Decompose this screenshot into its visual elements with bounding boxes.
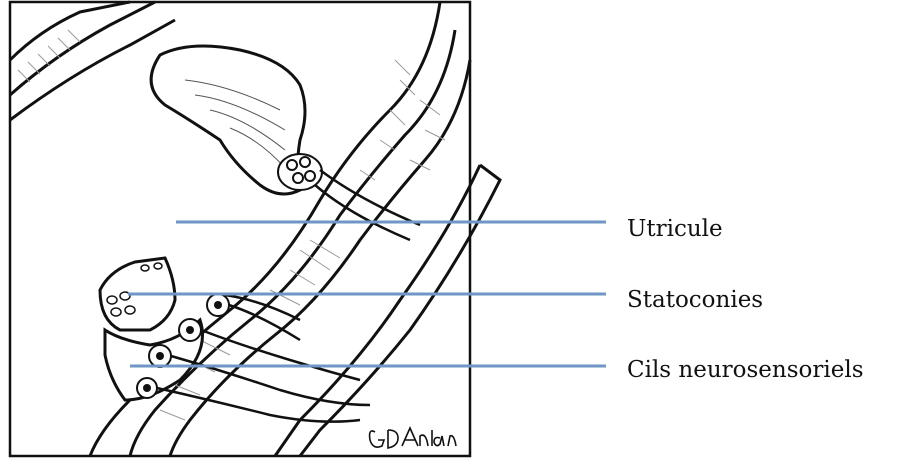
- upper-canal: [10, 2, 175, 120]
- label-utricule: Utricule: [627, 218, 723, 241]
- label-cils-neurosensoriels: Cils neurosensoriels: [627, 359, 864, 382]
- artist-signature: [370, 428, 456, 448]
- label-statoconies: Statoconies: [627, 289, 763, 312]
- nerve-trunk: [275, 165, 500, 456]
